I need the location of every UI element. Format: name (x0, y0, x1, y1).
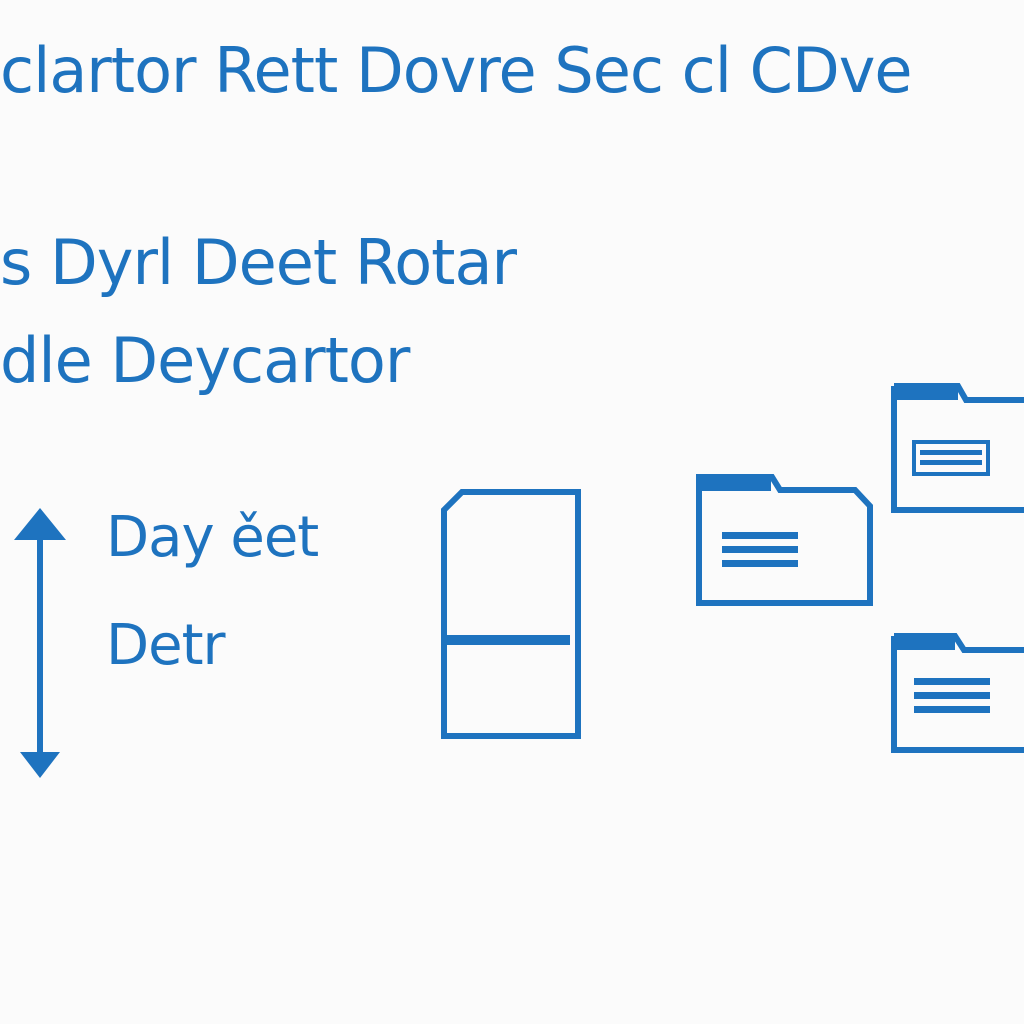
arrow-label-top: Day ěet (106, 505, 319, 570)
arrow-label-bottom: Detr (106, 613, 226, 678)
diagram-title: clartor Rett Dovre Sec cl CDve (0, 34, 913, 107)
heading-line-1: s Dyrl Deet Rotar (0, 226, 517, 299)
folder-icon (696, 474, 873, 606)
heading-line-2: dle Deycartor (0, 324, 410, 397)
double-arrow-icon (14, 508, 66, 778)
document-icon (441, 489, 581, 739)
folder-icon (891, 383, 1024, 513)
folder-icon (891, 633, 1024, 753)
